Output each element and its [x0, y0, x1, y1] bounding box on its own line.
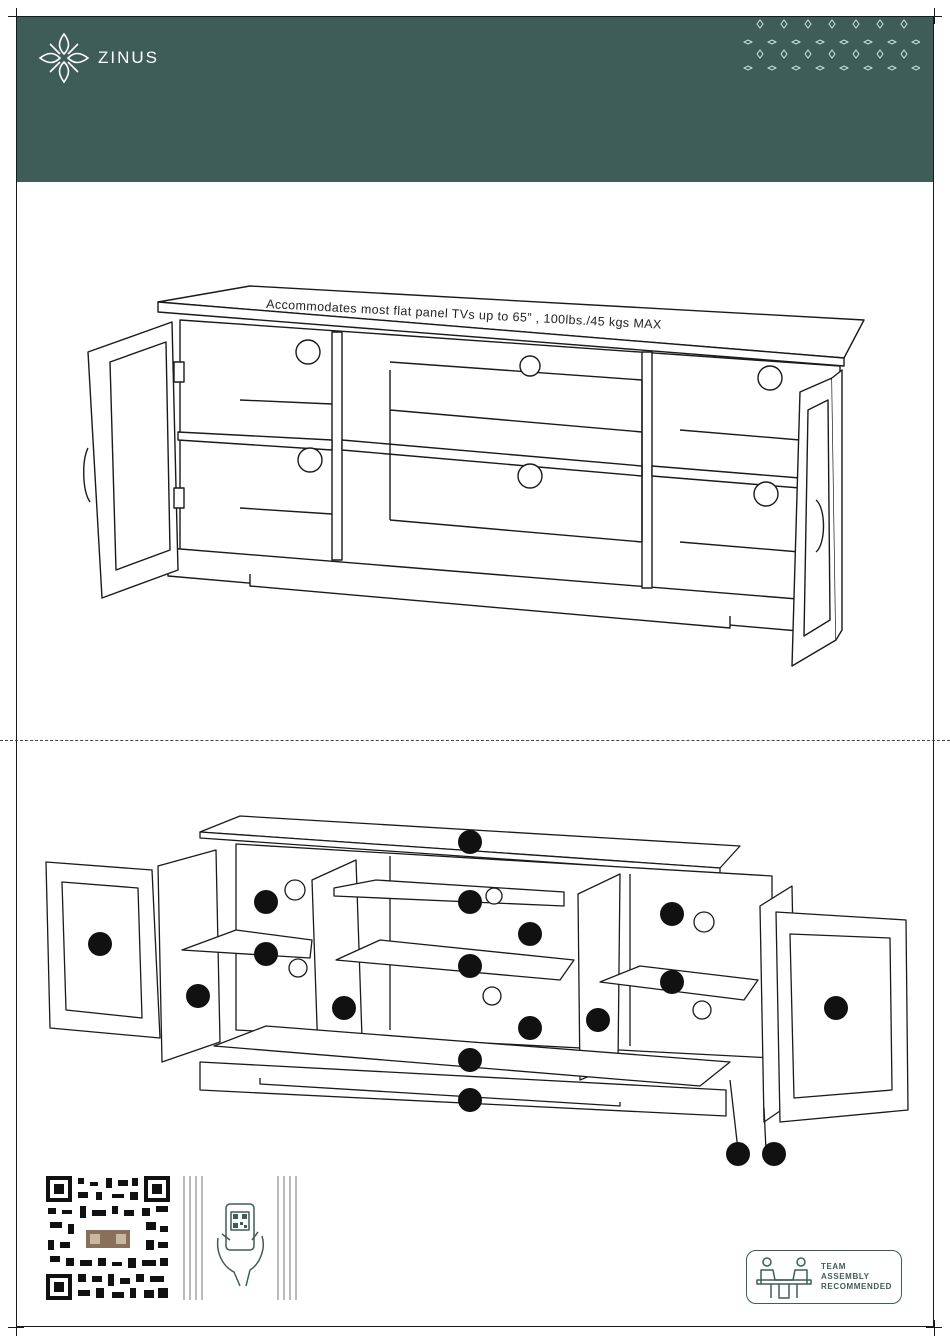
part-callout	[254, 942, 278, 966]
part-callout	[458, 1088, 482, 1112]
team-assembly-text: TEAM ASSEMBLY RECOMMENDED	[821, 1262, 901, 1292]
part-callout	[458, 890, 482, 914]
crop-mark	[934, 1320, 935, 1336]
part-callout	[458, 1048, 482, 1072]
part-callout	[518, 1016, 542, 1040]
section-divider	[0, 740, 950, 741]
part-callout	[458, 954, 482, 978]
qr-code-icon	[46, 1176, 170, 1300]
part-callout	[726, 1142, 750, 1166]
part-callout	[88, 932, 112, 956]
part-callout	[332, 996, 356, 1020]
crop-mark	[934, 8, 935, 24]
team-assembly-badge: TEAM ASSEMBLY RECOMMENDED	[746, 1250, 902, 1304]
crop-mark	[16, 1320, 17, 1336]
exploded-parts-illustration	[40, 810, 920, 1170]
part-callout	[660, 902, 684, 926]
team-line-3: RECOMMENDED	[821, 1282, 901, 1292]
part-callout	[458, 830, 482, 854]
part-callout	[660, 970, 684, 994]
part-callout	[186, 984, 210, 1008]
assembled-tv-stand-illustration: Accommodates most flat panel TVs up to 6…	[80, 280, 870, 670]
part-callout	[254, 890, 278, 914]
crop-mark	[16, 8, 17, 24]
phone-scan-icon	[180, 1176, 300, 1300]
part-callout	[518, 922, 542, 946]
part-callout	[586, 1008, 610, 1032]
part-callout	[762, 1142, 786, 1166]
team-line-2: ASSEMBLY	[821, 1272, 901, 1282]
team-line-1: TEAM	[821, 1262, 901, 1272]
part-callout	[824, 996, 848, 1020]
two-people-icon	[753, 1254, 815, 1300]
